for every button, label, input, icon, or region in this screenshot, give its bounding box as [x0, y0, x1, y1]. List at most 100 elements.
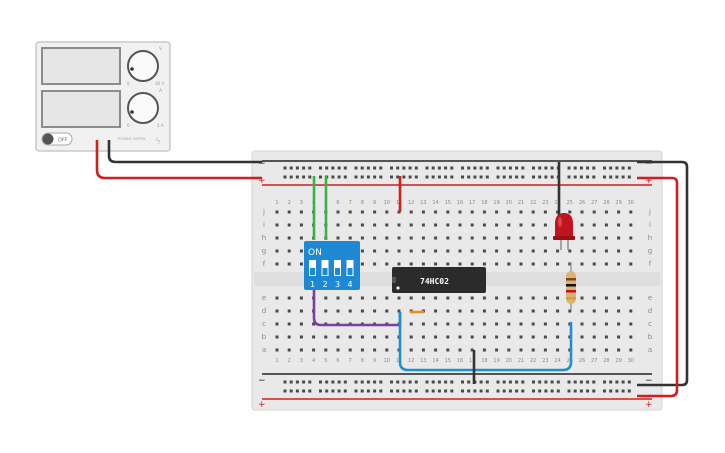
- hole-j30[interactable]: [629, 210, 633, 214]
- rail-hole-0-6[interactable]: [319, 166, 322, 170]
- hole-c4[interactable]: [312, 322, 316, 326]
- hole-j19[interactable]: [495, 210, 499, 214]
- hole-d6[interactable]: [336, 309, 340, 313]
- dip-switch-knob-3[interactable]: [335, 268, 340, 275]
- hole-c17[interactable]: [470, 322, 474, 326]
- rail-hole-0-1[interactable]: [283, 166, 287, 170]
- rail-hole-0-26[interactable]: [461, 166, 464, 170]
- hole-a4[interactable]: [312, 348, 316, 352]
- rail-hole-3-38[interactable]: [544, 389, 548, 393]
- hole-d24[interactable]: [556, 309, 560, 313]
- hole-b23[interactable]: [543, 335, 547, 339]
- rail-hole-3-17[interactable]: [396, 389, 400, 393]
- rail-hole-0-3[interactable]: [295, 166, 299, 170]
- hole-g28[interactable]: [604, 249, 608, 253]
- rail-hole-3-1[interactable]: [283, 389, 287, 393]
- hole-h11[interactable]: [397, 236, 401, 240]
- hole-h18[interactable]: [482, 236, 486, 240]
- hole-b26[interactable]: [580, 335, 584, 339]
- hole-g22[interactable]: [531, 249, 535, 253]
- hole-a7[interactable]: [348, 348, 352, 352]
- hole-a2[interactable]: [287, 348, 291, 352]
- hole-d28[interactable]: [604, 309, 608, 313]
- hole-c3[interactable]: [299, 322, 303, 326]
- rail-hole-3-15[interactable]: [379, 389, 383, 393]
- hole-d25[interactable]: [568, 309, 572, 313]
- hole-i2[interactable]: [287, 223, 291, 227]
- hole-h21[interactable]: [519, 236, 523, 240]
- rail-hole-1-46[interactable]: [603, 175, 606, 179]
- hole-e7[interactable]: [348, 296, 352, 300]
- hole-a21[interactable]: [519, 348, 523, 352]
- hole-a19[interactable]: [495, 348, 499, 352]
- rail-hole-2-23[interactable]: [437, 380, 441, 384]
- hole-f18[interactable]: [482, 262, 486, 266]
- rail-hole-2-22[interactable]: [431, 380, 435, 384]
- rail-hole-2-5[interactable]: [308, 380, 312, 384]
- rail-hole-2-43[interactable]: [579, 380, 583, 384]
- rail-hole-0-32[interactable]: [502, 166, 506, 170]
- rail-hole-3-26[interactable]: [461, 389, 464, 393]
- resistor[interactable]: [566, 262, 576, 310]
- hole-f11[interactable]: [397, 262, 401, 266]
- hole-j28[interactable]: [604, 210, 608, 214]
- hole-a24[interactable]: [556, 348, 560, 352]
- rail-hole-1-9[interactable]: [337, 175, 341, 179]
- hole-h23[interactable]: [543, 236, 547, 240]
- hole-a10[interactable]: [385, 348, 389, 352]
- rail-hole-1-42[interactable]: [573, 175, 577, 179]
- rail-hole-1-23[interactable]: [437, 175, 441, 179]
- hole-i9[interactable]: [373, 223, 377, 227]
- rail-hole-0-4[interactable]: [302, 166, 306, 170]
- rail-hole-0-12[interactable]: [360, 166, 364, 170]
- rail-hole-1-44[interactable]: [586, 175, 590, 179]
- rail-hole-1-5[interactable]: [308, 175, 312, 179]
- hole-b22[interactable]: [531, 335, 535, 339]
- rail-hole-2-44[interactable]: [586, 380, 590, 384]
- hole-g11[interactable]: [397, 249, 401, 253]
- hole-f13[interactable]: [421, 262, 425, 266]
- rail-hole-3-25[interactable]: [450, 389, 454, 393]
- rail-hole-0-44[interactable]: [586, 166, 590, 170]
- hole-h6[interactable]: [336, 236, 340, 240]
- hole-e12[interactable]: [409, 296, 413, 300]
- hole-d10[interactable]: [385, 309, 389, 313]
- rail-hole-2-20[interactable]: [414, 380, 418, 384]
- hole-d26[interactable]: [580, 309, 584, 313]
- hole-h9[interactable]: [373, 236, 377, 240]
- hole-a26[interactable]: [580, 348, 584, 352]
- rail-hole-1-1[interactable]: [283, 175, 287, 179]
- hole-g9[interactable]: [373, 249, 377, 253]
- rail-hole-0-45[interactable]: [592, 166, 596, 170]
- rail-hole-3-18[interactable]: [402, 389, 406, 393]
- rail-hole-0-37[interactable]: [538, 166, 542, 170]
- hole-d18[interactable]: [482, 309, 486, 313]
- rail-hole-3-5[interactable]: [308, 389, 312, 393]
- rail-hole-0-28[interactable]: [473, 166, 477, 170]
- rail-hole-2-34[interactable]: [515, 380, 519, 384]
- rail-hole-3-10[interactable]: [343, 389, 347, 393]
- rail-hole-1-18[interactable]: [402, 175, 406, 179]
- hole-g16[interactable]: [458, 249, 462, 253]
- rail-hole-3-36[interactable]: [532, 389, 535, 393]
- hole-e19[interactable]: [495, 296, 499, 300]
- rail-hole-1-12[interactable]: [360, 175, 364, 179]
- rail-hole-1-2[interactable]: [289, 175, 293, 179]
- hole-f14[interactable]: [434, 262, 438, 266]
- rail-hole-2-9[interactable]: [337, 380, 341, 384]
- hole-j13[interactable]: [421, 210, 425, 214]
- hole-d29[interactable]: [617, 309, 621, 313]
- rail-hole-0-43[interactable]: [579, 166, 583, 170]
- rail-hole-0-10[interactable]: [343, 166, 347, 170]
- rail-hole-3-49[interactable]: [621, 389, 625, 393]
- hole-c28[interactable]: [604, 322, 608, 326]
- rail-hole-2-1[interactable]: [283, 380, 287, 384]
- hole-a20[interactable]: [507, 348, 511, 352]
- rail-hole-2-16[interactable]: [390, 380, 393, 384]
- hole-h10[interactable]: [385, 236, 389, 240]
- power-supply[interactable]: V A 30 V 5 A 0 0 OFF POWER SUPPLY ϟ: [35, 41, 171, 152]
- rail-hole-0-42[interactable]: [573, 166, 577, 170]
- rail-hole-1-19[interactable]: [408, 175, 412, 179]
- hole-a29[interactable]: [617, 348, 621, 352]
- hole-f30[interactable]: [629, 262, 633, 266]
